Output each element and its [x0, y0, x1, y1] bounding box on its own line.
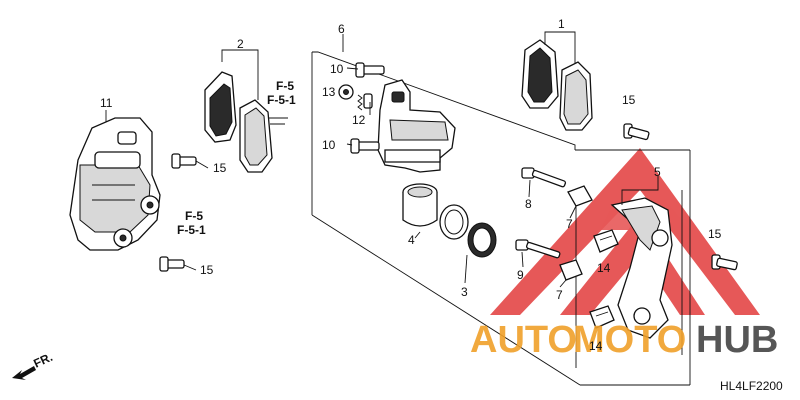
front-arrow-marker: FR. [12, 350, 55, 380]
callout-7a: 7 [566, 217, 573, 231]
callout-3: 3 [461, 285, 468, 299]
bolt-15-upper-left [171, 153, 209, 169]
caliper-body [69, 117, 161, 251]
pad-clip-14a [593, 229, 619, 253]
bleed-valve-13 [338, 84, 354, 100]
callout-15b: 15 [200, 263, 214, 277]
caliper-bracket-5 [610, 197, 673, 339]
bolt-15-lower-left [159, 256, 197, 272]
seal-ring-3a [439, 204, 469, 240]
boot-7b [559, 259, 583, 281]
reference-f5-top: F-5 [276, 79, 294, 93]
callout-7b: 7 [556, 288, 563, 302]
watermark-text: AUTO MOTO HUB [470, 319, 778, 361]
slide-pin-8 [521, 167, 567, 188]
reference-f51-top: F-5-1 [267, 93, 296, 107]
callout-15a: 15 [213, 161, 227, 175]
front-arrow-icon [12, 366, 36, 380]
diagram-code: HL4LF2200 [720, 379, 783, 393]
callout-labels: 1 2 3 4 5 6 7 7 8 9 10 10 11 12 13 14 14… [100, 17, 722, 353]
callout-1: 1 [558, 17, 565, 31]
callout-14a: 14 [597, 261, 611, 275]
callout-4: 4 [408, 233, 415, 247]
callout-9: 9 [517, 268, 524, 282]
bolt-15-upper-right [623, 123, 650, 141]
brake-pads-left [204, 49, 288, 173]
callout-10a: 10 [330, 62, 344, 76]
reference-labels: F-5 F-5-1 F-5 F-5-1 [177, 79, 296, 237]
callout-2: 2 [237, 37, 244, 51]
boot-7a [567, 185, 593, 207]
callout-14b: 14 [589, 339, 603, 353]
piston-4 [402, 183, 438, 227]
assembly-frame [311, 51, 691, 386]
pad-clip-14b [589, 305, 615, 329]
callout-5: 5 [654, 165, 661, 179]
watermark-part-auto: AUTO [470, 319, 577, 361]
front-marker-label: FR. [31, 350, 54, 371]
callout-15c: 15 [622, 93, 636, 107]
watermark-part-hub: HUB [696, 319, 778, 361]
callout-11: 11 [100, 96, 113, 110]
bolt-15-lower-right [711, 254, 738, 271]
callout-13: 13 [322, 85, 336, 99]
seal-ring-3b [467, 222, 497, 258]
callout-6: 6 [338, 22, 345, 36]
caliper-bracket-assembly [377, 79, 456, 173]
callout-8: 8 [525, 197, 532, 211]
callout-12: 12 [352, 113, 366, 127]
bolt-10-upper [355, 62, 385, 78]
bolt-10-lower [350, 138, 380, 154]
reference-f5-left: F-5 [185, 209, 203, 223]
reference-f51-left: F-5-1 [177, 223, 206, 237]
brake-pads-right [521, 31, 593, 131]
callout-15d: 15 [708, 227, 722, 241]
slide-pin-9 [515, 239, 561, 259]
callout-10b: 10 [322, 138, 336, 152]
leader-lines [105, 34, 683, 355]
watermark-part-moto: MOTO [573, 319, 686, 361]
